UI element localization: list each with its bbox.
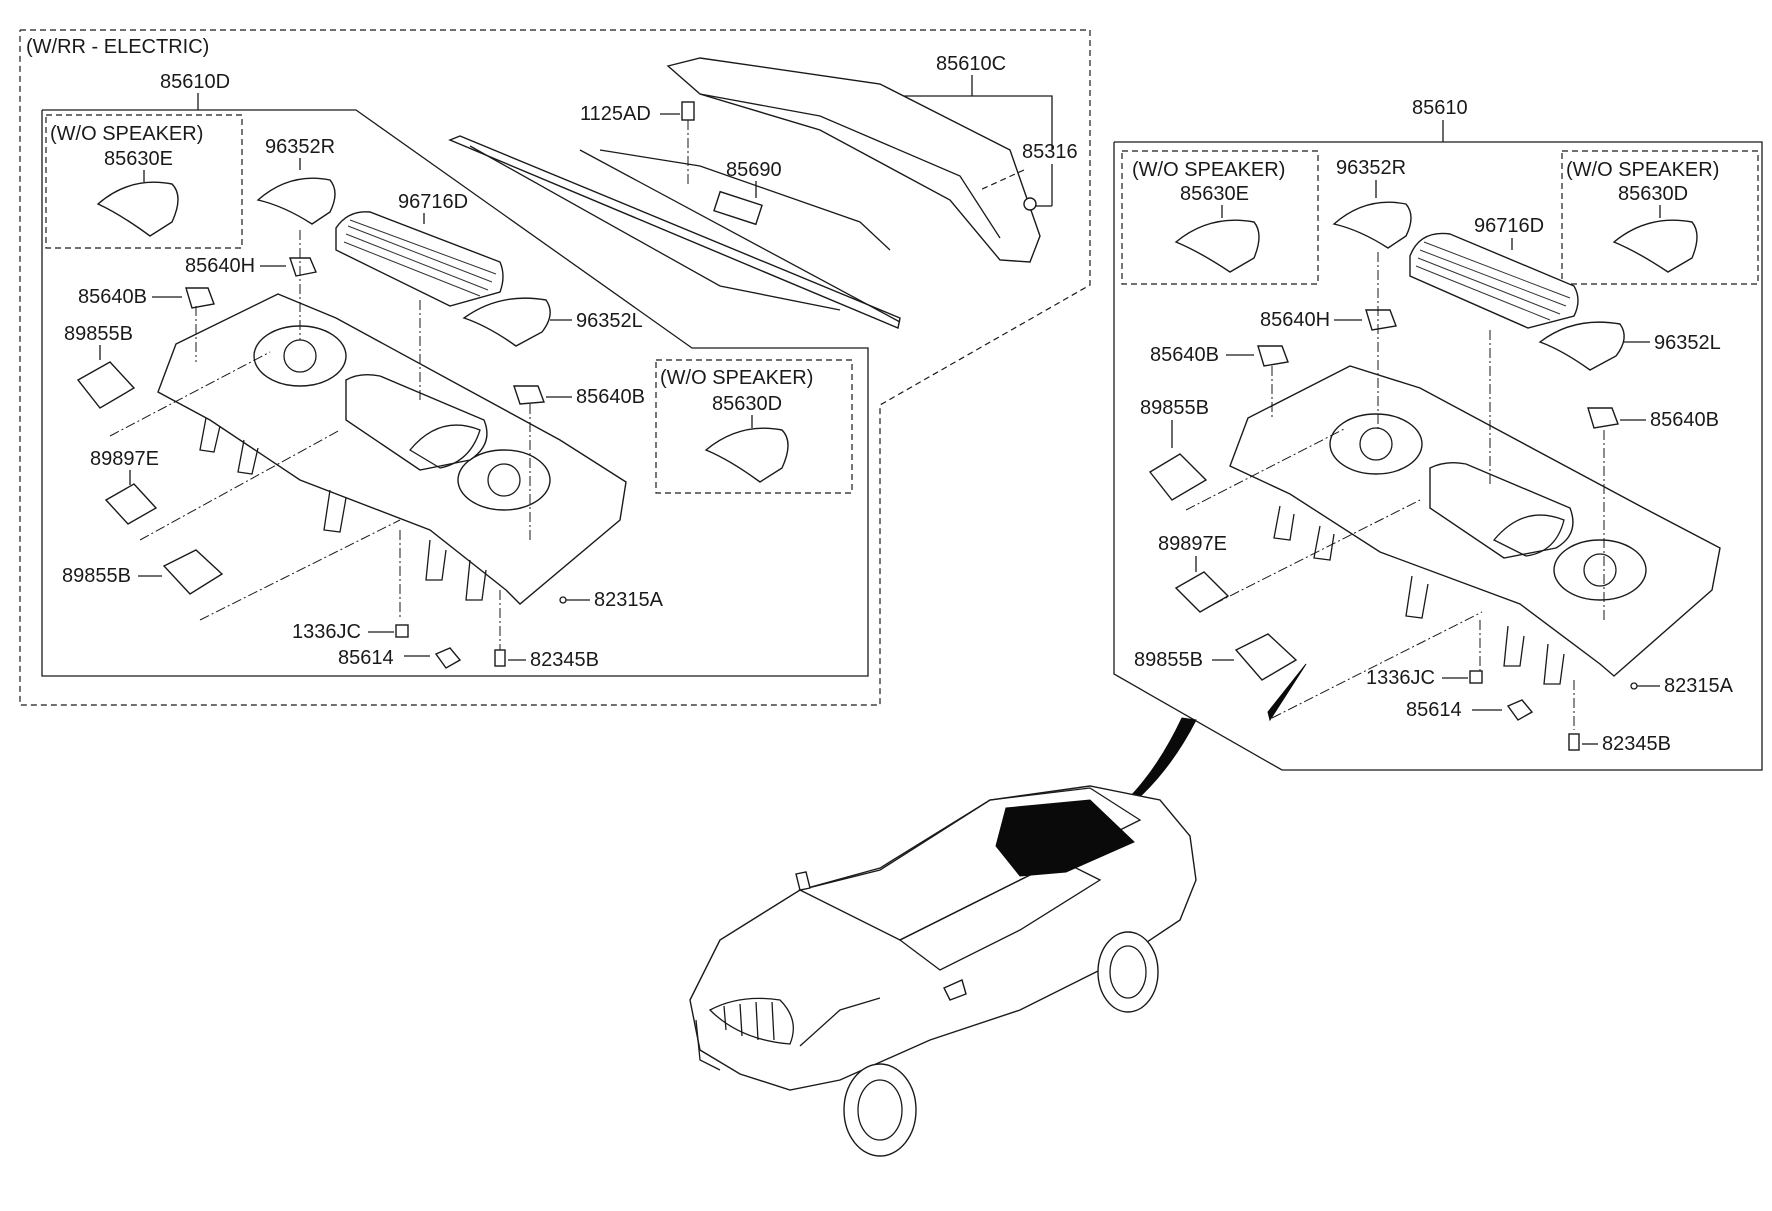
label-1125ad: 1125AD <box>580 103 651 125</box>
label-85690: 85690 <box>726 159 782 181</box>
right-label-96352r: 96352R <box>1336 157 1406 179</box>
right-clip-89855b-a <box>1148 453 1208 501</box>
cover-96352r <box>256 177 336 225</box>
pointer-wedge-small <box>1267 663 1307 722</box>
right-assembly-label: 85610 <box>1412 97 1468 119</box>
left-assembly-label: 85610D <box>160 71 230 93</box>
label-1336jc: 1336JC <box>292 621 361 643</box>
left-group-heading: (W/RR - ELECTRIC) <box>26 36 209 58</box>
label-89897e: 89897E <box>90 448 159 470</box>
right-group: 85610 (W/O SPEAKER) 85630E (W/O SPEAKER)… <box>1113 97 1763 771</box>
label-85640b-b: 85640B <box>576 386 645 408</box>
left-assembly-frame <box>41 109 869 677</box>
left-wo-speaker-part: 85630E <box>104 148 173 170</box>
right-label-89897e: 89897E <box>1158 533 1227 555</box>
left-group: (W/RR - ELECTRIC) 85610D (W/O SPEAKER) 8… <box>19 29 1091 706</box>
label-85640h: 85640H <box>185 255 255 277</box>
right-nut-1336jc <box>1469 670 1483 684</box>
label-82345b: 82345B <box>530 649 599 671</box>
right-clip-85640h <box>1365 309 1397 331</box>
clip-85640h <box>289 257 317 277</box>
speaker-cover-85630d <box>704 427 789 483</box>
clip-89897e <box>104 483 158 525</box>
speaker-cover-85630e <box>96 181 179 237</box>
right-label-89855b-b: 89855B <box>1134 649 1203 671</box>
trim-cover-85610c <box>666 57 1041 263</box>
right-label-96352l: 96352L <box>1654 332 1721 354</box>
bolt-1125ad <box>681 101 695 121</box>
center-wo-speaker-note: (W/O SPEAKER) <box>660 367 813 389</box>
clip-85640b-b <box>513 385 545 405</box>
right-label-85640b-a: 85640B <box>1150 344 1219 366</box>
label-96352r: 96352R <box>265 136 335 158</box>
right-speaker-cover-85630d <box>1612 219 1698 273</box>
center-wo-speaker-part: 85630D <box>712 393 782 415</box>
label-85640b-a: 85640B <box>78 286 147 308</box>
right-label-89855b-a: 89855B <box>1140 397 1209 419</box>
left-wo-speaker-note: (W/O SPEAKER) <box>50 123 203 145</box>
right-clip-89855b-b <box>1234 633 1298 681</box>
label-96352l: 96352L <box>576 310 643 332</box>
right-grille-96716d <box>1409 232 1579 329</box>
right-clip-89897e <box>1174 571 1230 613</box>
right-cover-96352r <box>1332 201 1412 249</box>
right-wo-speaker-right-box <box>1561 150 1759 285</box>
label-89855b-a: 89855B <box>64 323 133 345</box>
right-label-82345b: 82345B <box>1602 733 1671 755</box>
right-clip-85640b-b <box>1587 407 1619 429</box>
label-85316: 85316 <box>1022 141 1078 163</box>
right-label-96716d: 96716D <box>1474 215 1544 237</box>
clip-85640b-a <box>185 287 215 309</box>
left-wo-speaker-box <box>45 114 243 249</box>
clip-89855b-b <box>162 549 224 595</box>
label-85614: 85614 <box>338 647 394 669</box>
right-label-1336jc: 1336JC <box>1366 667 1435 689</box>
car-illustration <box>689 717 1197 1157</box>
bolt-82345b <box>494 649 506 667</box>
right-bolt-82345b <box>1568 733 1580 751</box>
label-85610c: 85610C <box>936 53 1006 75</box>
right-wo-speaker-left-note: (W/O SPEAKER) <box>1132 159 1285 181</box>
right-wo-speaker-right-note: (W/O SPEAKER) <box>1566 159 1719 181</box>
clip-89855b-a <box>76 361 136 409</box>
rear-shelf-highlight <box>995 799 1135 877</box>
right-bracket-85614 <box>1506 699 1534 721</box>
package-tray-85610d <box>157 293 627 605</box>
package-tray-85610 <box>1229 365 1721 685</box>
right-wo-speaker-left-part: 85630E <box>1180 183 1249 205</box>
clip-85316 <box>1023 197 1037 211</box>
label-82315a: 82315A <box>594 589 664 611</box>
sunshade-85690 <box>448 135 901 329</box>
right-clip-85640b-a <box>1257 345 1289 367</box>
right-assembly-frame <box>1113 141 1763 771</box>
right-wo-speaker-right-part: 85630D <box>1618 183 1688 205</box>
right-speaker-cover-85630e <box>1174 219 1260 273</box>
grille-96716d <box>335 211 504 307</box>
label-89855b-b: 89855B <box>62 565 131 587</box>
center-wo-speaker-box <box>655 359 853 494</box>
label-96716d: 96716D <box>398 191 468 213</box>
left-group-outline <box>19 29 1091 706</box>
cover-96352l <box>462 297 551 347</box>
bracket-85614 <box>434 647 462 669</box>
right-label-85614: 85614 <box>1406 699 1462 721</box>
right-label-82315a: 82315A <box>1664 675 1734 697</box>
right-cover-96352l <box>1538 321 1625 371</box>
right-wo-speaker-left-box <box>1121 150 1319 285</box>
nut-1336jc <box>395 624 409 638</box>
right-label-85640h: 85640H <box>1260 309 1330 331</box>
right-label-85640b-b: 85640B <box>1650 409 1719 431</box>
